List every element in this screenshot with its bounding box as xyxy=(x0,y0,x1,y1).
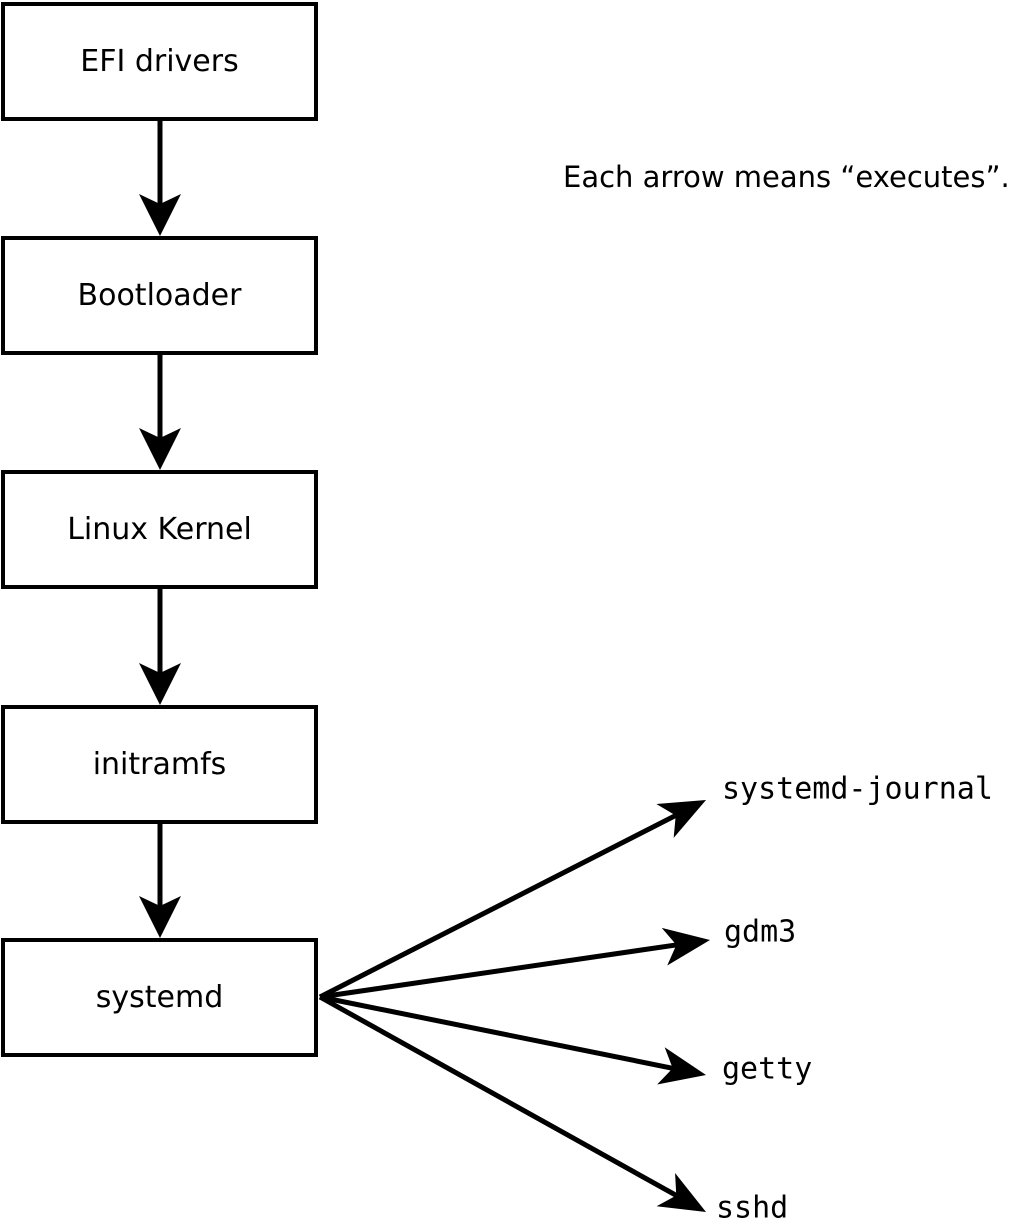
arrow-initramfs-to-systemd xyxy=(139,824,181,938)
leaf-label-systemd-journal: systemd-journal xyxy=(722,772,993,807)
box-label-efi-drivers: EFI drivers xyxy=(80,44,238,79)
box-outline-bootloader xyxy=(1,236,318,355)
box-outline-systemd xyxy=(1,938,318,1057)
box-label-bootloader: Bootloader xyxy=(78,278,243,313)
box-outline-initramfs xyxy=(1,705,318,824)
arrow-head-edge-systemd-to-systemd-journal xyxy=(656,800,706,838)
arrow-head-edge-systemd-to-gdm3 xyxy=(661,927,710,966)
process-box-initramfs[interactable]: initramfs xyxy=(1,705,318,824)
arrow-head-initramfs-to-systemd xyxy=(139,896,181,938)
arrow-shaft-edge-systemd-to-systemd-journal xyxy=(318,813,677,1000)
arrow-shaft-edge-systemd-to-sshd xyxy=(318,994,678,1198)
arrow-efi-to-bootloader xyxy=(139,121,181,236)
arrow-head-edge-systemd-to-sshd xyxy=(656,1173,706,1212)
box-outline-efi-drivers xyxy=(1,2,318,121)
arrow-shaft-edge-systemd-to-gdm3 xyxy=(319,942,677,1000)
box-outline-linux-kernel xyxy=(1,470,318,589)
leaf-labels-group: systemd-journal gdm3 getty sshd xyxy=(716,772,993,1226)
leaf-label-getty: getty xyxy=(722,1052,812,1087)
arrow-head-edge-systemd-to-getty xyxy=(657,1047,706,1085)
arrow-edge-systemd-to-sshd xyxy=(318,994,706,1212)
process-box-bootloader[interactable]: Bootloader xyxy=(1,236,318,355)
arrow-head-efi-to-bootloader xyxy=(139,194,181,236)
arrow-edge-systemd-to-systemd-journal xyxy=(318,800,706,1000)
box-label-initramfs: initramfs xyxy=(93,747,227,782)
arrow-shaft-edge-systemd-to-getty xyxy=(319,994,674,1071)
arrow-head-bootloader-to-kernel xyxy=(139,428,181,470)
process-box-systemd[interactable]: systemd xyxy=(1,938,318,1057)
leaf-label-sshd: sshd xyxy=(716,1191,788,1226)
vertical-edges-group xyxy=(139,121,181,938)
arrow-kernel-to-initramfs xyxy=(139,589,181,705)
box-label-systemd: systemd xyxy=(96,980,224,1015)
box-label-linux-kernel: Linux Kernel xyxy=(67,512,252,547)
legend-caption: Each arrow means “executes”. xyxy=(563,160,1010,194)
process-box-efi-drivers[interactable]: EFI drivers xyxy=(1,2,318,121)
arrow-bootloader-to-kernel xyxy=(139,355,181,470)
fan-out-edges-group xyxy=(318,800,710,1212)
arrow-edge-systemd-to-getty xyxy=(319,994,706,1085)
arrow-head-kernel-to-initramfs xyxy=(139,663,181,705)
process-box-linux-kernel[interactable]: Linux Kernel xyxy=(1,470,318,589)
leaf-label-gdm3: gdm3 xyxy=(724,915,796,950)
arrow-edge-systemd-to-gdm3 xyxy=(319,927,710,1000)
